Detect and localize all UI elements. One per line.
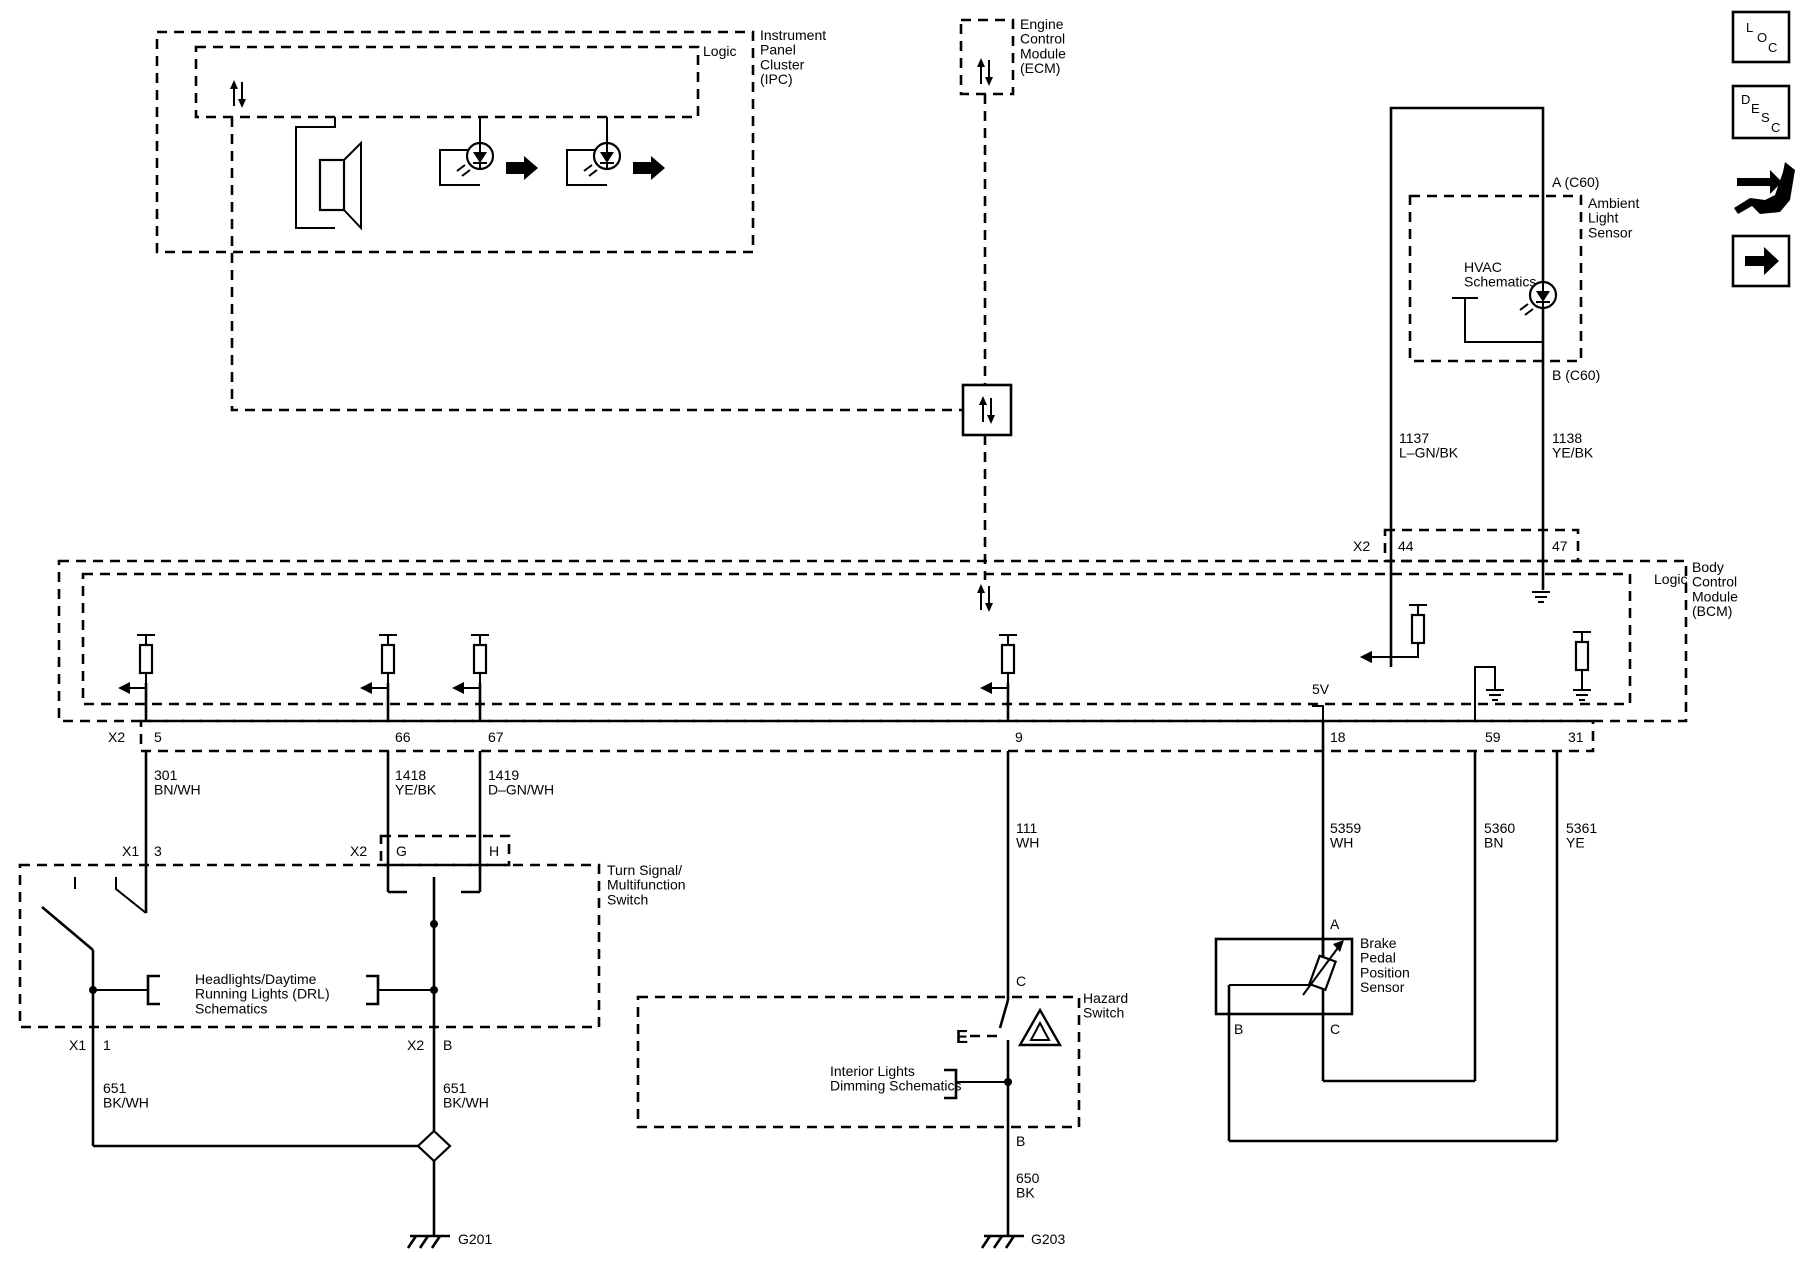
svg-text:L: L [1746, 20, 1753, 35]
svg-text:C: C [1771, 120, 1780, 135]
bcm-pin-18: 18 [1330, 729, 1346, 745]
ts-x1-bottom: X1 [69, 1037, 86, 1053]
loc-icon[interactable]: L O C [1731, 10, 1791, 64]
ts-pin-3: 3 [154, 843, 162, 859]
svg-text:S: S [1761, 110, 1770, 125]
next-arrow-icon[interactable] [1731, 234, 1791, 288]
g201-label: G201 [458, 1231, 492, 1247]
ts-pin-b: B [443, 1037, 452, 1053]
bcm-logic-label: Logic [1654, 571, 1687, 587]
bcm-pin-66: 66 [395, 729, 411, 745]
bcm-pin-47: 47 [1552, 538, 1568, 554]
brake-pin-b: B [1234, 1021, 1243, 1037]
nav-icon-bar: L O C D E S C [1731, 10, 1795, 288]
ts-pin-1: 1 [103, 1037, 111, 1053]
indicator-lamp-1-icon [439, 117, 538, 186]
brake-pin-a: A [1330, 916, 1340, 932]
ground-g201: G201 [93, 1129, 492, 1250]
svg-text:E: E [1751, 101, 1760, 116]
hazard-pin-c: C [1016, 973, 1026, 989]
ts-pin-h: H [489, 843, 499, 859]
bcm-top-connector-x2: X2 [1353, 538, 1370, 554]
indicator-lamp-2-icon [566, 117, 665, 186]
bcm-5v-label: 5V [1312, 681, 1330, 697]
bcm-pin-31: 31 [1568, 729, 1584, 745]
chime-speaker-icon [295, 117, 362, 231]
desc-icon[interactable]: D E S C [1731, 84, 1791, 140]
svg-text:O: O [1757, 30, 1767, 45]
ts-pin-g: G [396, 843, 407, 859]
hazard-e-label: E [956, 1027, 968, 1047]
ambient-pin-a: A (C60) [1552, 174, 1599, 190]
bcm-pin-44: 44 [1398, 538, 1414, 554]
bcm-pin-67: 67 [488, 729, 504, 745]
svg-text:C: C [1768, 40, 1777, 55]
hazard-pin-b: B [1016, 1133, 1025, 1149]
ts-x2: X2 [350, 843, 367, 859]
ipc-logic-label: Logic [703, 43, 736, 59]
bcm-pin-labels: X2 5 66 67 9 18 59 31 X2 44 47 [108, 538, 1584, 745]
ambient-pin-b: B (C60) [1552, 367, 1600, 383]
bcm-pin-5: 5 [154, 729, 162, 745]
connector-repair-icon[interactable] [1734, 162, 1795, 214]
g203-label: G203 [1031, 1231, 1065, 1247]
ts-x2-bottom: X2 [407, 1037, 424, 1053]
svg-text:D: D [1741, 92, 1750, 107]
ts-x1: X1 [122, 843, 139, 859]
bcm-connector-x2: X2 [108, 729, 125, 745]
hazard-triangle-icon [1017, 1007, 1063, 1047]
brake-pin-c: C [1330, 1021, 1340, 1037]
bcm-pin-9: 9 [1015, 729, 1023, 745]
bcm-pin-59: 59 [1485, 729, 1501, 745]
